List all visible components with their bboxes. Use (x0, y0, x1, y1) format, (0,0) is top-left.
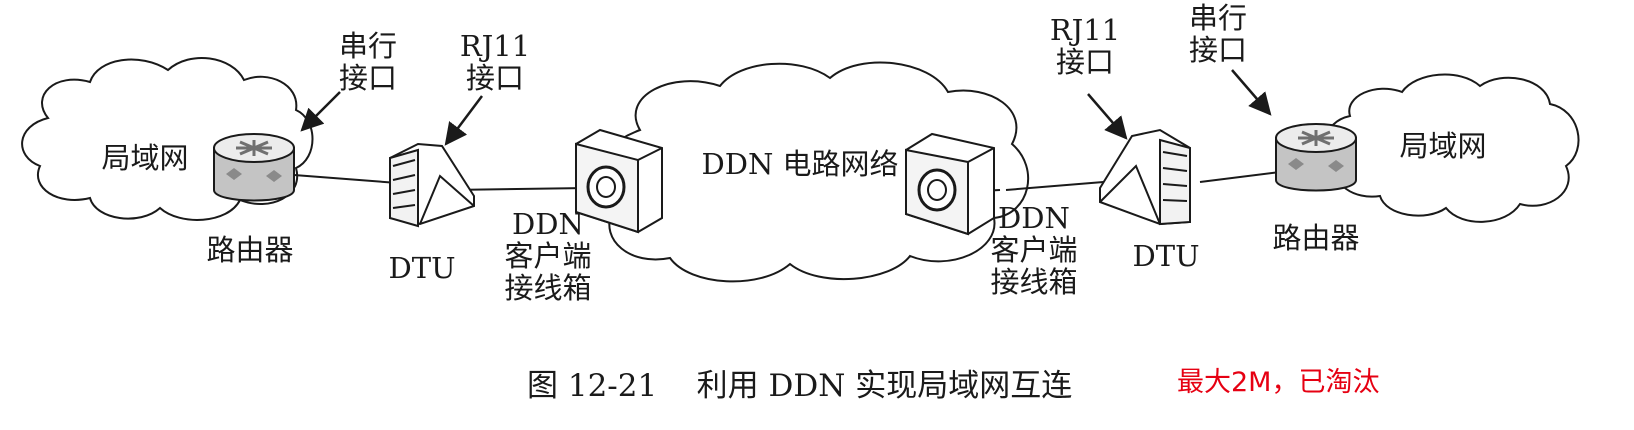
ddn-box-right-icon (905, 132, 995, 236)
router-left-icon (213, 133, 295, 202)
router-right-label: 路由器 (1272, 221, 1360, 255)
dtu-right-icon (1099, 128, 1191, 226)
dtu-right-label: DTU (1132, 239, 1200, 273)
ddn-box-left-label: DDN 客户端 接线箱 (504, 207, 592, 305)
annotation-note: 最大2M，已淘汰 (1177, 367, 1380, 398)
serial-left-arrow (300, 91, 341, 132)
left-lan-label: 局域网 (101, 141, 189, 175)
dtu-left-icon (389, 142, 475, 228)
ddn-box-left-icon (575, 128, 663, 234)
serial-right-arrow (1231, 69, 1272, 116)
callout-arrows (300, 69, 1272, 146)
ddn-box-right-label: DDN 客户端 接线箱 (990, 201, 1078, 299)
ddn-network-label: DDN 电路网络 (701, 147, 899, 181)
figure-title: 利用 DDN 实现局域网互连 (696, 368, 1073, 404)
dtu-left-label: DTU (388, 251, 456, 285)
serial-interface-right-label: 串行 接口 (1188, 1, 1247, 67)
serial-interface-left-label: 串行 接口 (338, 29, 397, 95)
right-lan-label: 局域网 (1399, 129, 1487, 163)
figure-caption: 图 12-21 利用 DDN 实现局域网互连 (527, 368, 1072, 404)
rj11-interface-right-label: RJ11 接口 (1049, 13, 1121, 79)
router-right-icon (1275, 123, 1357, 192)
router-left-label: 路由器 (206, 233, 294, 267)
rj11-interface-left-label: RJ11 接口 (459, 29, 531, 95)
right-lan-cloud (1324, 73, 1580, 223)
rj11-right-arrow (1087, 93, 1128, 140)
rj11-left-arrow (444, 95, 483, 146)
figure-number: 图 12-21 (527, 368, 658, 404)
